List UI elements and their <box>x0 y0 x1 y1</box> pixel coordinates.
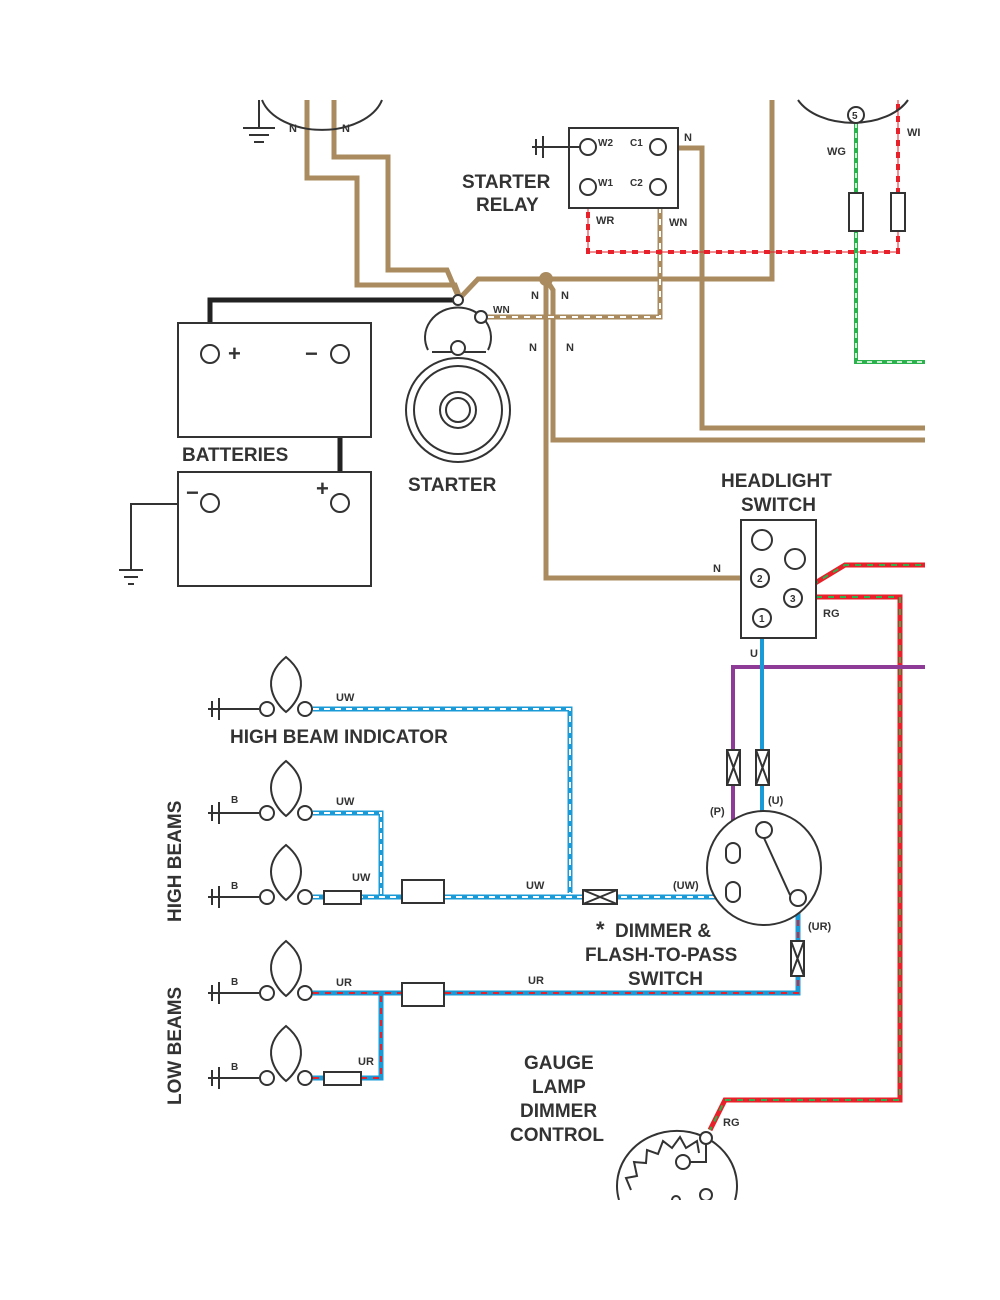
low-beam-lamp-2 <box>208 1024 313 1089</box>
wl-b1: B <box>231 795 238 806</box>
dimmer-star: * <box>596 917 605 942</box>
wl-uw-ind: UW <box>336 692 355 704</box>
wl-relay-n: N <box>684 132 692 144</box>
wl-uw-hb1: UW <box>336 796 355 808</box>
bullet-u <box>755 749 770 786</box>
bullet-ur <box>790 940 805 977</box>
fuse-wg <box>848 192 864 232</box>
gauge-title-3: DIMMER <box>520 1101 597 1122</box>
dimmer-title-2: FLASH-TO-PASS <box>585 945 737 966</box>
battery-plus-2: + <box>316 476 329 501</box>
hs-terminal-1: 1 <box>759 614 765 625</box>
wg-wire <box>854 123 925 364</box>
low-beam-lamp-1 <box>208 939 313 1004</box>
headlight-switch-title-1: HEADLIGHT <box>721 471 832 492</box>
relay-w1-label: W1 <box>598 178 613 189</box>
terminal-5 <box>847 106 865 124</box>
wl-b2: B <box>231 881 238 892</box>
p-wire <box>731 665 925 848</box>
relay-c2-label: C2 <box>630 178 643 189</box>
wl-relay-wr: WR <box>596 215 614 227</box>
battery-minus-2: − <box>186 480 199 505</box>
wl-n-b: N <box>561 290 569 302</box>
wn-wire <box>488 188 663 320</box>
wl-n-d: N <box>566 342 574 354</box>
wl-ur-main-2: UR <box>528 975 544 987</box>
wl-ur-main-1: UR <box>336 977 352 989</box>
high-beam-lamp-2 <box>208 843 313 908</box>
wl-u-tag: (U) <box>768 795 784 807</box>
wl-rg-gauge: RG <box>723 1117 740 1129</box>
wl-n-top-2: N <box>342 123 350 135</box>
wl-b3: B <box>231 977 238 988</box>
wl-n-a: N <box>531 290 539 302</box>
gauge-title-1: GAUGE <box>524 1053 594 1074</box>
hs-terminal-3: 3 <box>790 594 796 605</box>
wl-ur-tag: (UR) <box>808 921 832 933</box>
high-beam-indicator-title: HIGH BEAM INDICATOR <box>230 727 448 748</box>
wl-p-tag: (P) <box>710 806 725 818</box>
wire-labels: N N N WR WN WN N N N N WG WI N RG U UW U… <box>231 123 920 1129</box>
bullet-p <box>726 749 741 786</box>
gauge-title-2: LAMP <box>532 1077 586 1098</box>
wl-wg: WG <box>827 146 846 158</box>
junction-node <box>539 272 553 286</box>
wl-b4: B <box>231 1062 238 1073</box>
wl-uw-tag: (UW) <box>673 880 699 892</box>
gauge-title-4: CONTROL <box>510 1125 604 1146</box>
connectors <box>323 749 805 1086</box>
high-beam-lamp-1 <box>208 759 313 824</box>
batteries <box>119 322 372 587</box>
wl-relay-wn: WN <box>669 217 687 229</box>
hs-terminal-2: 2 <box>757 574 763 585</box>
wl-uw-main: UW <box>526 880 545 892</box>
relay-c1-label: C1 <box>630 138 643 149</box>
high-beams-title: HIGH BEAMS <box>165 801 186 922</box>
wl-n-top-1: N <box>289 123 297 135</box>
bottom-crop <box>0 1200 1000 1300</box>
wl-hs-u: U <box>750 648 758 660</box>
wr-wire <box>586 100 900 254</box>
battery-plus-1: + <box>228 341 241 366</box>
uw-wires <box>313 706 738 900</box>
fuse-wi <box>890 192 906 232</box>
relay-w2-label: W2 <box>598 138 613 149</box>
starter-relay-title-2: RELAY <box>476 195 539 216</box>
wl-wi: WI <box>907 127 920 139</box>
top-left-gauge <box>261 99 383 131</box>
dimmer-title-1: DIMMER & <box>615 921 711 942</box>
wl-n-c: N <box>529 342 537 354</box>
low-beams-title: LOW BEAMS <box>165 987 186 1105</box>
gauge-lamp-dimmer <box>616 1129 738 1205</box>
top-ground-icon <box>243 100 275 143</box>
battery-minus-1: − <box>305 341 318 366</box>
wl-starter-wn: WN <box>493 305 510 316</box>
terminal-5-label: 5 <box>852 111 858 122</box>
dimmer-switch <box>706 810 822 926</box>
batteries-title: BATTERIES <box>182 445 288 466</box>
headlight-switch-title-2: SWITCH <box>741 495 816 516</box>
wl-ur-lb2: UR <box>358 1056 374 1068</box>
headlight-switch <box>740 519 817 639</box>
starter-relay-title-1: STARTER <box>462 172 551 193</box>
lamps <box>208 655 313 1089</box>
starter-motor <box>405 294 511 463</box>
starter-title: STARTER <box>408 475 497 496</box>
dimmer-title-3: SWITCH <box>628 969 703 990</box>
high-beam-indicator-lamp <box>208 655 313 720</box>
starter-relay <box>532 127 679 209</box>
bullet-uw <box>582 889 618 905</box>
wl-uw-hb2: UW <box>352 872 371 884</box>
wl-hs-n: N <box>713 563 721 575</box>
wl-hs-rg: RG <box>823 608 840 620</box>
